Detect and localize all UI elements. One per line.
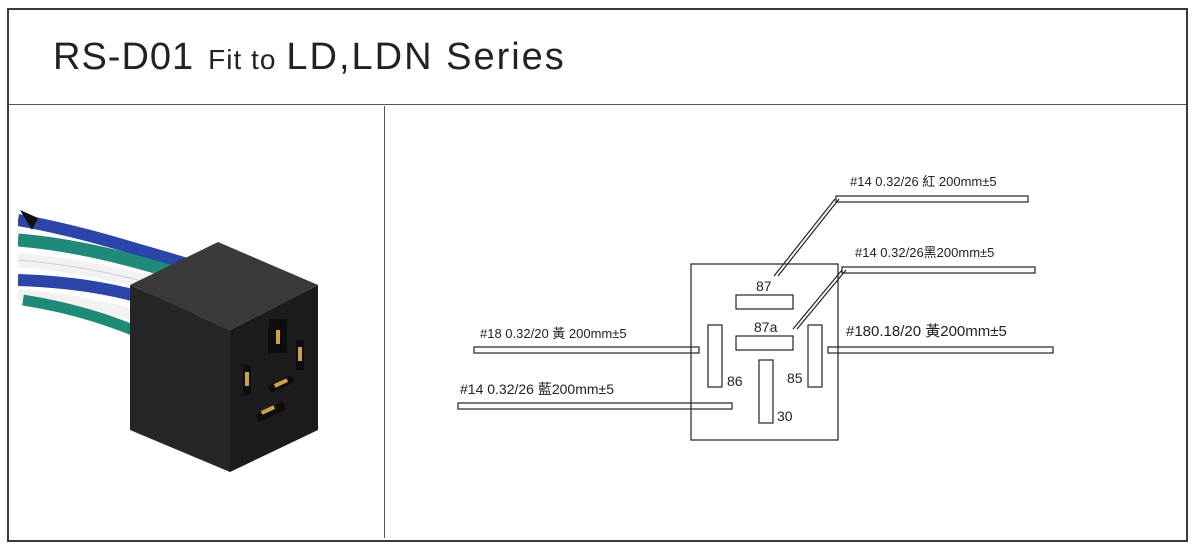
wire-30-bar [457, 402, 733, 410]
pin-85-label: 85 [787, 370, 803, 386]
wire-87a-spec: #14 0.32/26黑200mm±5 [855, 245, 994, 260]
wire-86-spec: #18 0.32/20 黃 200mm±5 [480, 326, 627, 341]
wire-87-bar [835, 195, 1029, 203]
column-divider [384, 106, 385, 538]
pin-87-blade [735, 294, 794, 310]
title-row: RS-D01 Fit to LD,LDN Series [9, 10, 1186, 105]
wire-87a-bar [841, 266, 1036, 274]
model-number: RS-D01 [53, 36, 195, 78]
pin-87a-label: 87a [754, 319, 778, 335]
pin-30-label: 30 [777, 408, 793, 424]
wire-87-spec: #14 0.32/26 紅 200mm±5 [850, 174, 997, 189]
pin-86-blade [707, 324, 723, 388]
leader-87a-b [796, 269, 847, 330]
socket-top-face [130, 242, 318, 330]
pin-85-blade [807, 324, 823, 388]
wire-86-bar [473, 346, 700, 354]
leader-87-b [777, 198, 840, 277]
terminal-slots [243, 319, 304, 422]
leader-87-a [773, 198, 836, 277]
wire-85-bar [827, 346, 1054, 354]
pin-30-blade [758, 359, 774, 424]
spec-sheet-frame [7, 8, 1188, 542]
pin-87-label: 87 [756, 278, 772, 294]
pin-87a-blade [735, 335, 794, 351]
wire-85-spec: #180.18/20 黃200mm±5 [846, 323, 1007, 340]
relay-body-outline [690, 263, 839, 441]
page-title: RS-D01 Fit to LD,LDN Series [53, 36, 566, 79]
series-name: LD,LDN Series [286, 36, 566, 78]
relay-socket-photo [18, 210, 318, 472]
socket-front-face [230, 285, 318, 472]
wire-30-spec: #14 0.32/26 藍200mm±5 [460, 381, 614, 397]
wiring-diagram: 87 87a 86 85 30 #14 0.32/26 紅 200mm±5 #1… [457, 174, 1054, 441]
leader-87a-a [792, 269, 843, 330]
pin-86-label: 86 [727, 373, 743, 389]
socket-left-face [130, 285, 230, 472]
fit-to-label: Fit to [208, 44, 277, 75]
